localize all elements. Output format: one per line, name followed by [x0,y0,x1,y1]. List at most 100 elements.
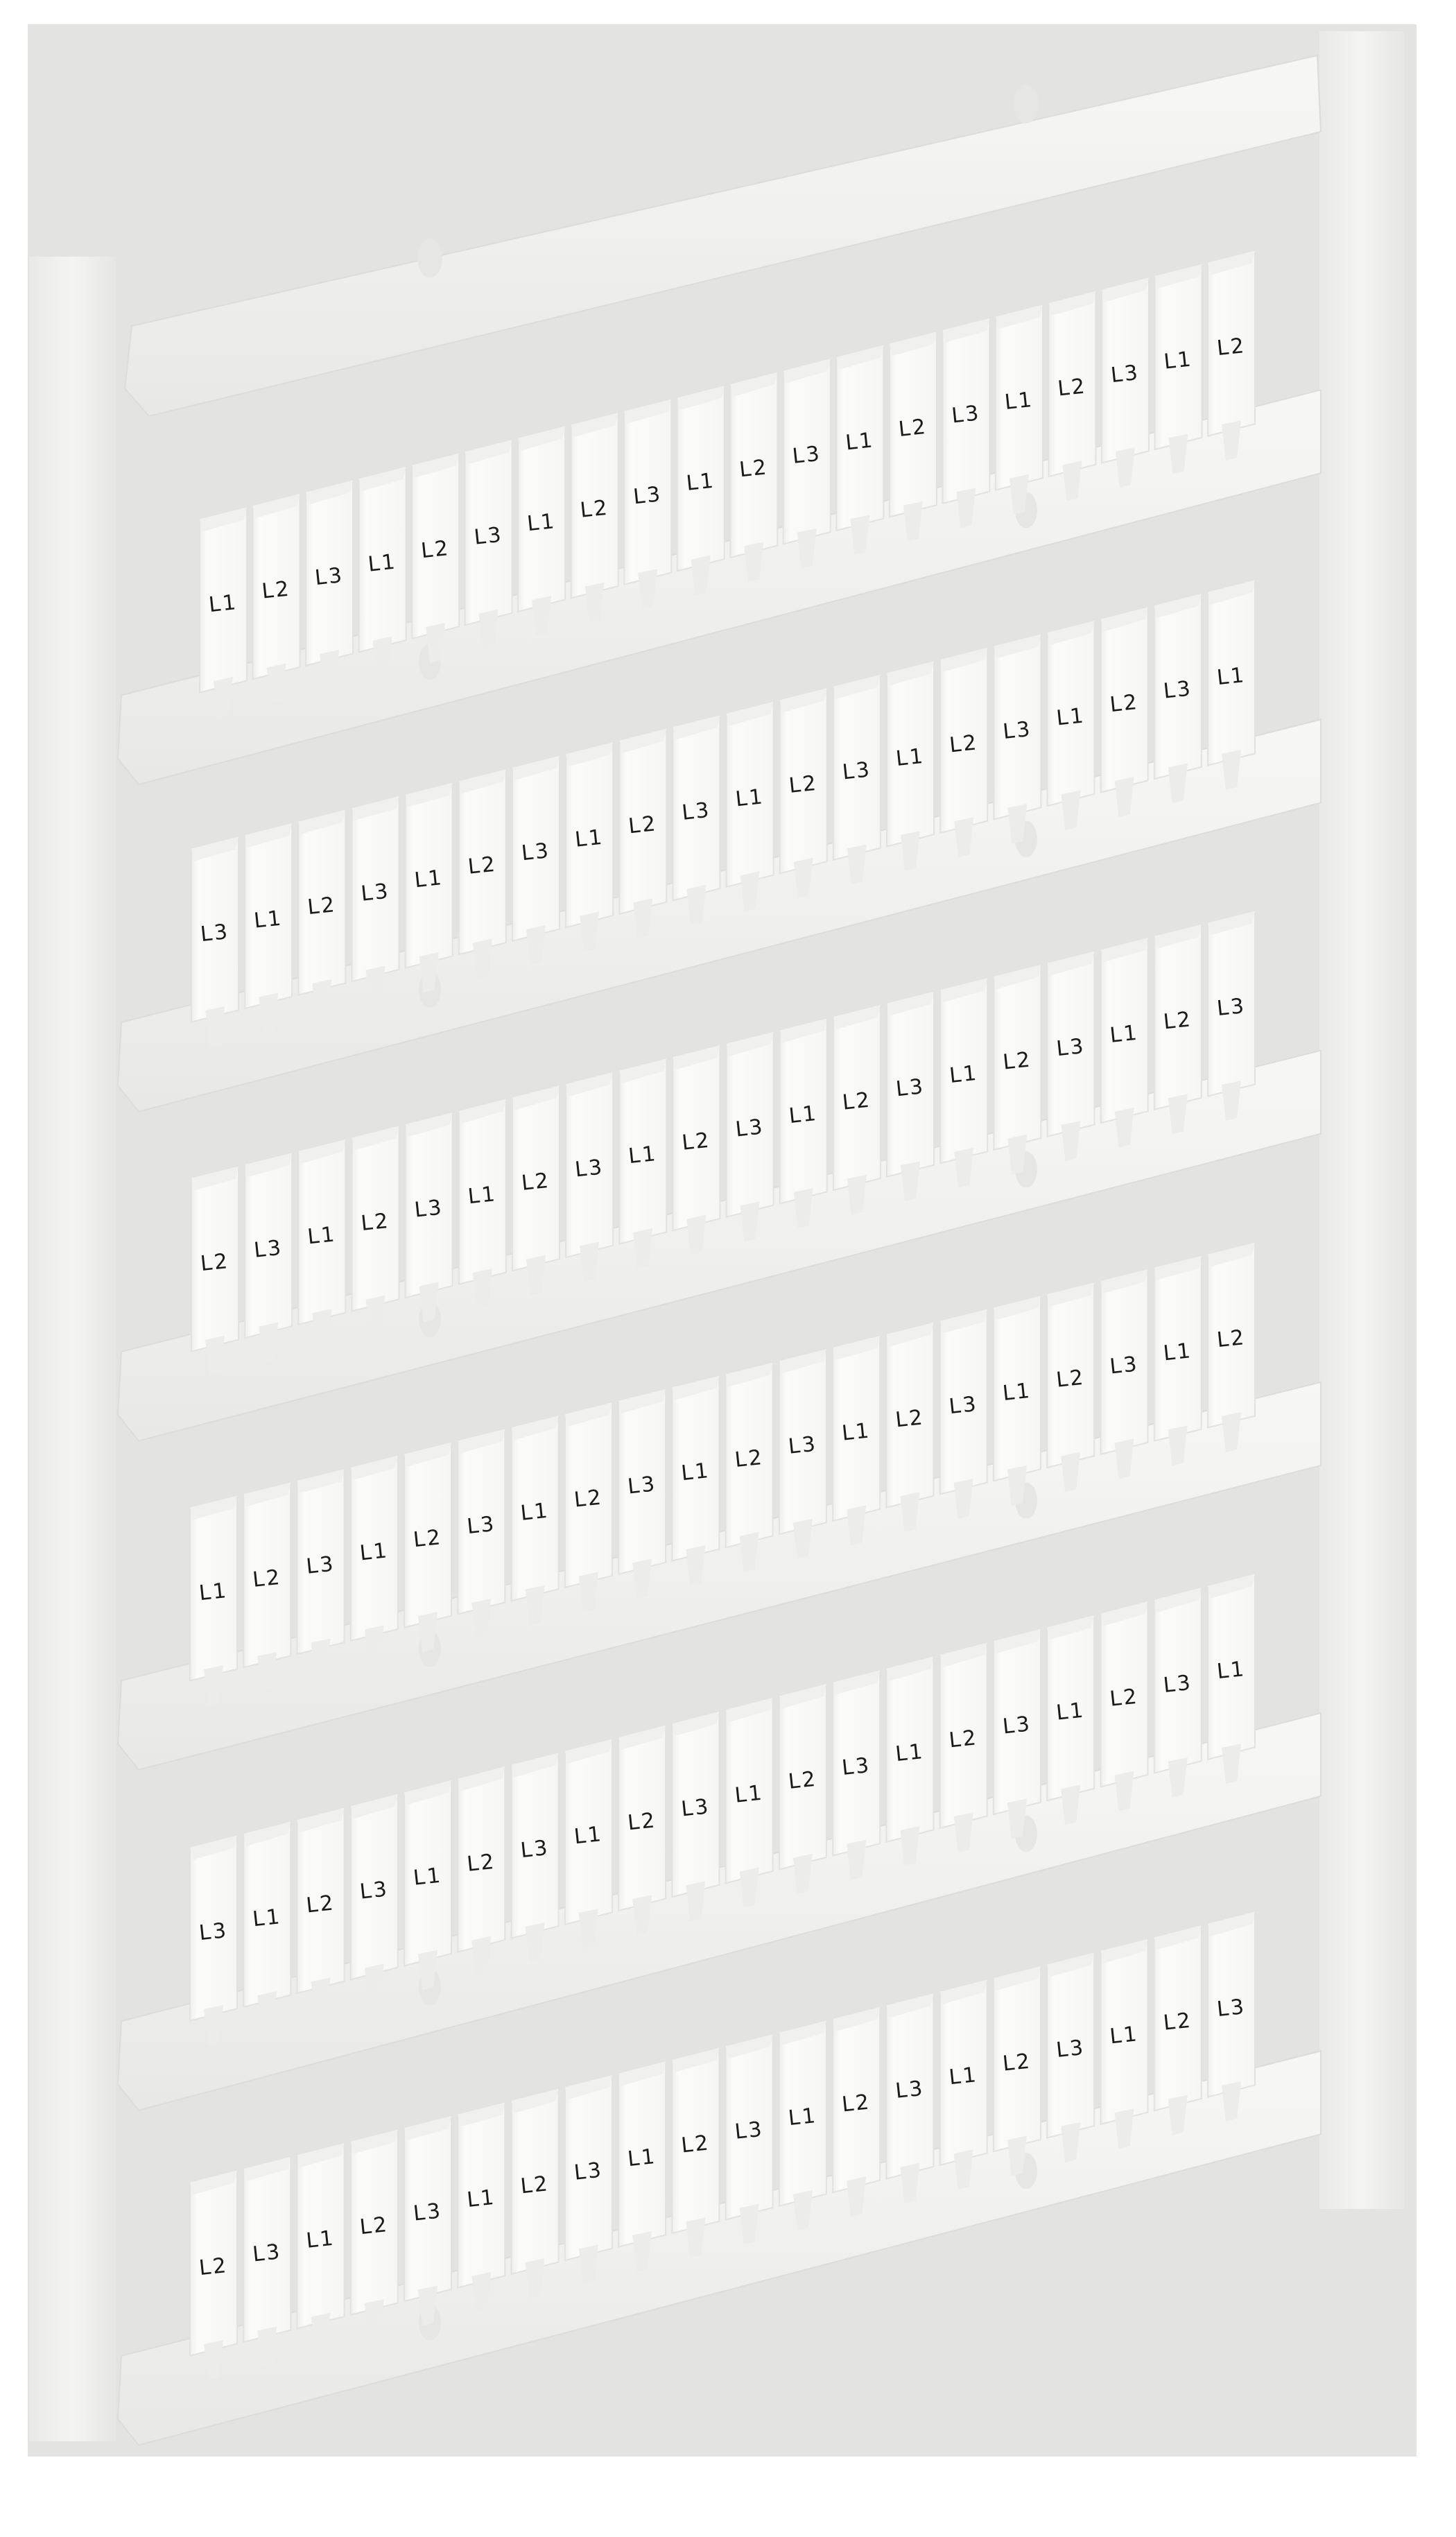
marker-label: L2 [1215,1325,1247,1352]
marker-tag: L2 [1046,1281,1095,1493]
marker-tag: L1 [199,506,248,717]
marker-label: L2 [466,1850,497,1877]
marker-label: L3 [680,1794,711,1821]
marker-tag: L3 [939,1308,988,1520]
marker-tag: L1 [1207,1572,1256,1784]
marker-tag: L3 [782,357,831,569]
marker-tag: L2 [672,1044,721,1255]
right-frame-rail [1319,31,1404,2209]
marker-tag: L3 [725,2033,774,2244]
marker-tag: L3 [464,438,513,650]
marker-label: L1 [1215,663,1247,690]
marker-tag: L2 [191,1165,239,1376]
marker-tag: L1 [671,1375,720,1586]
marker-label: L1 [358,1538,390,1565]
marker-label: L3 [198,1918,229,1945]
marker-tag: L2 [511,1084,560,1296]
marker-label: L2 [948,1726,979,1753]
marker-tag: L2 [564,1401,613,1613]
marker-tag: L3 [564,2074,613,2285]
marker-tag: L1 [939,1979,988,2190]
marker-label: L2 [894,1405,926,1432]
marker-label: L3 [360,879,391,906]
marker-tag: L3 [510,1751,560,1963]
marker-tag: L2 [618,728,668,939]
marker-tag: L1 [404,1779,453,1990]
marker-label: L1 [306,1222,338,1249]
marker-label: L3 [681,798,712,825]
marker-tag: L2 [349,2128,399,2340]
marker-tag: L1 [618,2061,667,2271]
marker-tag: L3 [725,1031,774,1242]
marker-tag: L3 [778,1348,827,1559]
marker-label: L1 [788,1101,819,1128]
marker-tag: L3 [886,990,935,1202]
marker-tag: L3 [1153,592,1202,804]
marker-tag: L2 [993,963,1042,1175]
marker-tag: L2 [832,2006,881,2217]
marker-label: L1 [627,1142,659,1169]
marker-label: L1 [841,1418,872,1445]
marker-label: L1 [467,1182,498,1209]
marker-tag: L3 [942,317,991,528]
marker-label: L2 [252,1565,283,1592]
marker-label: L1 [1162,1339,1193,1366]
marker-tag: L3 [618,1388,667,1599]
marker-label: L2 [627,1808,658,1835]
marker-label: L2 [579,496,610,523]
marker-label: L1 [1163,347,1194,374]
marker-label: L3 [894,2076,926,2104]
marker-tag: L2 [725,1361,774,1572]
marker-label: L2 [1162,1007,1193,1034]
marker-tag: L1 [618,1058,668,1269]
marker-label: L1 [734,784,765,811]
marker-tag: L3 [1207,910,1256,1121]
marker-label: L1 [948,2063,979,2090]
marker-label: L2 [467,852,498,879]
marker-label: L3 [1109,361,1141,388]
marker-label: L3 [1109,1352,1140,1379]
marker-label: L2 [738,455,770,482]
marker-label: L3 [520,839,551,866]
marker-tag: L1 [1207,579,1256,790]
marker-label: L1 [1109,1021,1140,1048]
marker-tag: L3 [1153,1586,1202,1798]
marker-label: L2 [420,536,451,563]
marker-tag: L1 [778,2020,827,2231]
marker-label: L2 [1162,2009,1193,2036]
marker-label: L3 [791,442,822,469]
marker-tag: L2 [457,1765,506,1977]
marker-label: L2 [520,1169,551,1196]
marker-tag: L2 [992,1965,1041,2176]
marker-label: L2 [1002,1047,1033,1074]
marker-label: L1 [574,825,605,852]
marker-label: L3 [1215,1995,1247,2022]
marker-tag: L1 [1153,1255,1202,1466]
marker-label: L3 [473,523,504,550]
marker-label: L1 [787,2104,818,2131]
marker-label: L1 [412,1864,443,1891]
marker-tag: L2 [618,1724,667,1936]
marker-label: L2 [680,2131,711,2158]
marker-tag: L2 [778,1683,827,1894]
marker-tag: L2 [404,1441,453,1653]
marker-label: L2 [1001,2049,1032,2076]
marker-label: L2 [261,576,292,603]
marker-tag: L1 [565,741,614,952]
marker-tag: L3 [1046,1951,1095,2162]
marker-tag: L1 [349,1454,399,1666]
marker-tag: L3 [243,2156,292,2367]
marker-tag: L1 [1046,619,1095,831]
marker-label: L2 [198,2253,229,2280]
marker-label: L1 [1055,1698,1086,1725]
marker-tag: L2 [252,492,301,704]
marker-label: L3 [466,1512,497,1539]
marker-label: L2 [627,811,659,839]
marker-label: L3 [358,1877,390,1904]
marker-label: L2 [841,2090,872,2117]
marker-tag: L3 [404,2115,453,2326]
marker-label: L1 [573,1822,604,1849]
marker-tag: L2 [458,768,507,979]
